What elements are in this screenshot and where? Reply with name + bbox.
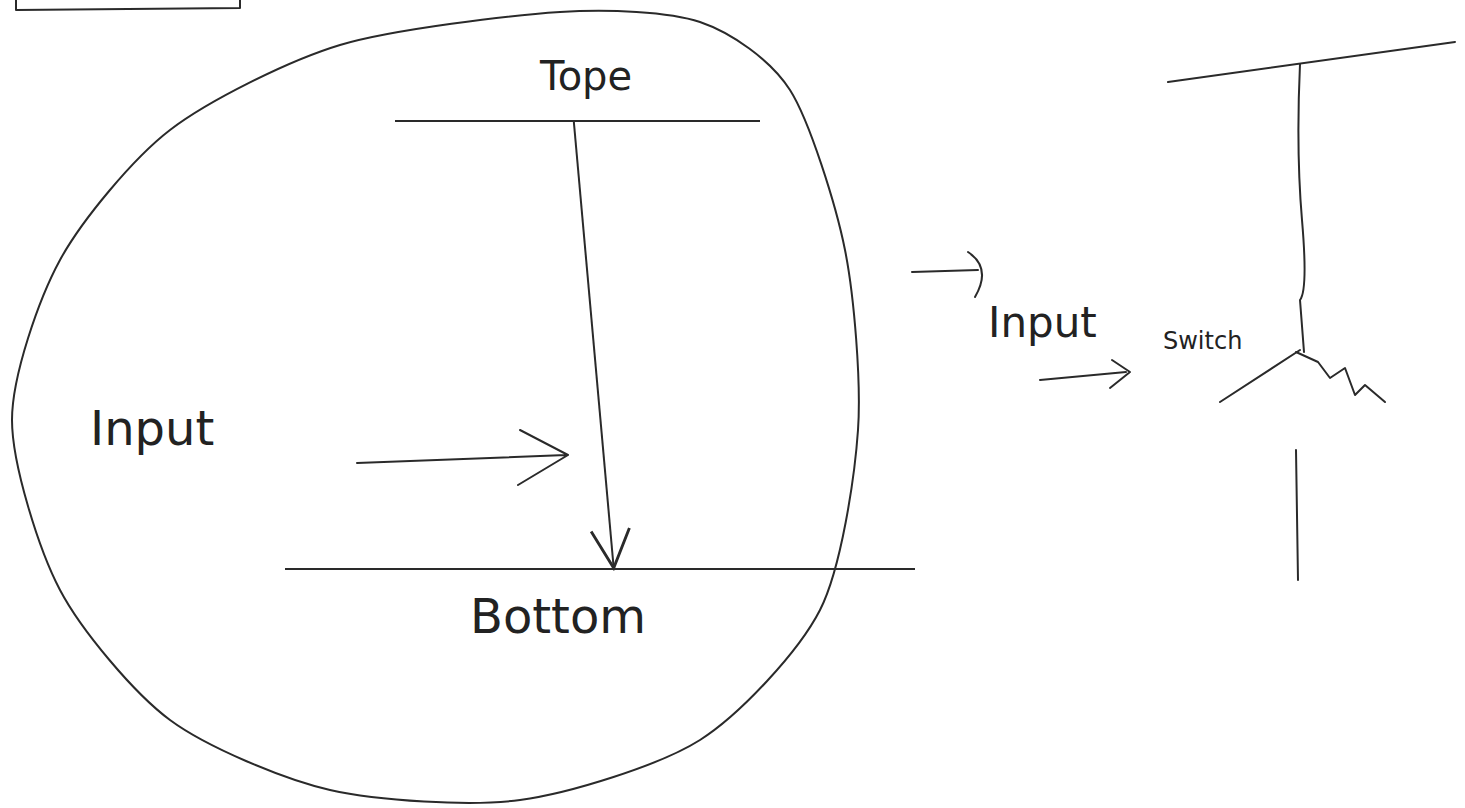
node-text: Bottom <box>470 590 646 643</box>
wire <box>1296 450 1298 580</box>
arrow-connector <box>574 122 614 568</box>
node-text: Tope <box>540 54 632 98</box>
switch-blade <box>1220 350 1300 402</box>
wire <box>1298 64 1304 352</box>
input-label-box: Input <box>988 300 1097 346</box>
input-arrow <box>1040 360 1130 388</box>
input-arrow <box>357 430 568 485</box>
top-line: Tope <box>395 50 760 122</box>
switch-label-box: Switch <box>1163 328 1242 354</box>
circle-outline-path <box>12 11 859 803</box>
switch-label: Switch <box>1163 328 1242 354</box>
bottom-line: Bottom <box>285 568 915 668</box>
outline-circle: Input TopeBottom <box>10 12 860 802</box>
input-label: Input <box>988 300 1097 346</box>
switch-spring <box>1296 352 1385 402</box>
node-text: Input <box>90 402 214 455</box>
top-rail <box>1168 42 1455 82</box>
transition-arrow <box>912 252 982 297</box>
corner-fragment <box>16 0 240 10</box>
